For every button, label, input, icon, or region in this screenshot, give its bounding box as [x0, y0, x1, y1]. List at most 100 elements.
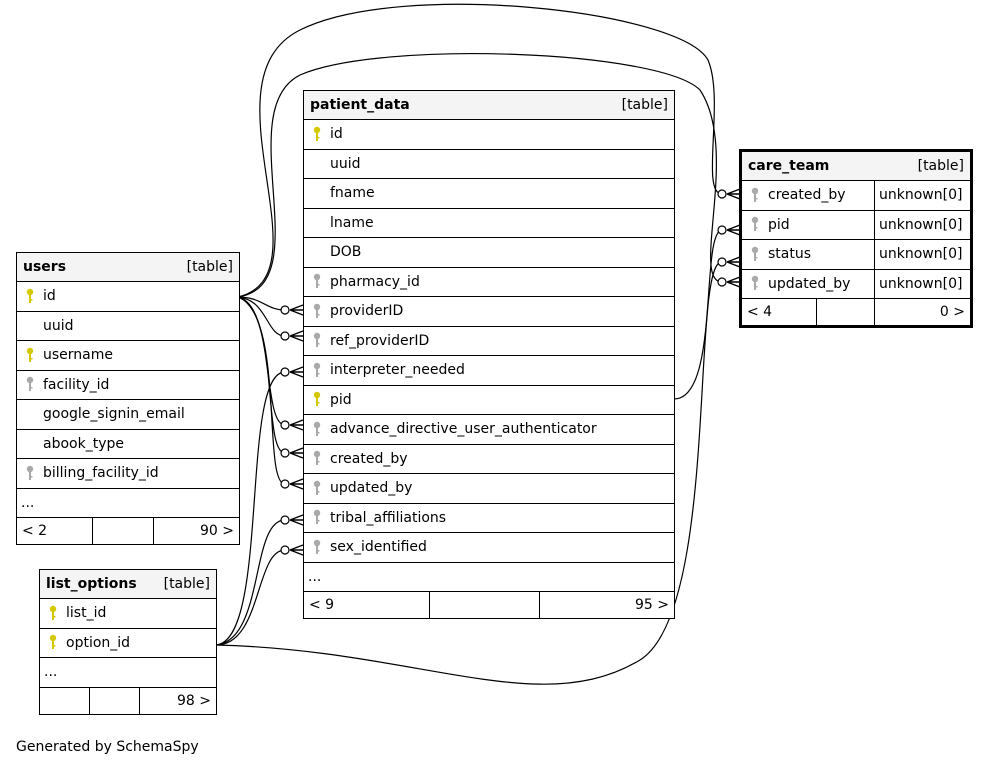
column-name[interactable]: created_by [768, 187, 846, 204]
parents-count[interactable]: < 9 [304, 592, 430, 618]
column-row[interactable]: sex_identified [304, 533, 674, 563]
table-kind: [table] [163, 576, 210, 592]
column-row[interactable]: providerID [304, 297, 674, 327]
column-name[interactable]: option_id [66, 634, 131, 651]
table-header[interactable]: care_team [table] [742, 152, 970, 181]
children-count[interactable]: 0 > [939, 304, 965, 320]
column-row[interactable]: username [17, 341, 239, 371]
column-name[interactable]: providerID [330, 303, 404, 320]
parents-count[interactable]: < 4 [742, 299, 817, 325]
column-name[interactable]: lname [330, 214, 374, 231]
table-name[interactable]: patient_data [310, 97, 410, 113]
column-type: unknown[0] [874, 240, 970, 269]
more-columns: ... [40, 658, 216, 688]
column-row[interactable]: id [304, 120, 674, 150]
column-row[interactable]: pid unknown[0] [742, 210, 970, 240]
foreign-key-icon [750, 216, 762, 233]
column-name[interactable]: updated_by [330, 480, 413, 497]
edge-options-sex [215, 549, 286, 646]
edge-users-created_by [237, 296, 286, 454]
column-row[interactable]: lname [304, 209, 674, 238]
column-name[interactable]: username [43, 347, 113, 364]
column-row[interactable]: pid [304, 386, 674, 415]
foreign-key-icon [312, 273, 324, 290]
more-columns: ... [304, 563, 674, 592]
column-name[interactable]: id [330, 126, 343, 143]
table-footer: < 2 90 > [17, 518, 239, 544]
primary-key-icon [25, 288, 37, 305]
column-name[interactable]: uuid [330, 155, 361, 172]
column-name[interactable]: advance_directive_user_authenticator [330, 421, 597, 438]
column-name[interactable]: pid [330, 391, 352, 408]
parents-count[interactable]: < 2 [17, 518, 93, 544]
table-header[interactable]: list_options [table] [40, 570, 216, 599]
column-row[interactable]: fname [304, 179, 674, 209]
column-row[interactable]: list_id [40, 599, 216, 629]
column-row[interactable]: created_by [304, 445, 674, 474]
column-row[interactable]: uuid [17, 312, 239, 341]
column-row[interactable]: id [17, 282, 239, 312]
column-row[interactable]: abook_type [17, 430, 239, 459]
column-row[interactable]: uuid [304, 150, 674, 179]
column-name[interactable]: created_by [330, 450, 408, 467]
foreign-key-icon [750, 275, 762, 292]
column-name[interactable]: uuid [43, 317, 74, 334]
column-name[interactable]: DOB [330, 244, 362, 261]
foreign-key-icon [750, 187, 762, 204]
column-name[interactable]: sex_identified [330, 539, 427, 556]
column-name[interactable]: pharmacy_id [330, 273, 420, 290]
column-type: unknown[0] [874, 269, 970, 298]
table-name[interactable]: list_options [46, 576, 137, 592]
column-name[interactable]: pid [768, 216, 790, 233]
column-row[interactable]: updated_by [304, 474, 674, 504]
column-name[interactable]: abook_type [43, 435, 124, 452]
table-name[interactable]: care_team [748, 158, 830, 174]
column-row[interactable]: ref_providerID [304, 327, 674, 356]
table-header[interactable]: users [table] [17, 253, 239, 282]
column-row[interactable]: google_signin_email [17, 400, 239, 430]
column-name[interactable]: updated_by [768, 275, 851, 292]
foreign-key-icon [312, 421, 324, 438]
column-name[interactable]: interpreter_needed [330, 362, 465, 379]
children-count[interactable]: 90 > [200, 523, 234, 539]
column-name[interactable]: fname [330, 185, 375, 202]
table-header[interactable]: patient_data [table] [304, 91, 674, 120]
column-row[interactable]: advance_directive_user_authenticator [304, 415, 674, 445]
table-name[interactable]: users [23, 259, 67, 275]
column-row[interactable]: option_id [40, 629, 216, 658]
column-name[interactable]: facility_id [43, 376, 110, 393]
edge-users-providerID [237, 296, 286, 311]
column-row[interactable]: status unknown[0] [742, 240, 970, 270]
column-row[interactable]: updated_by unknown[0] [742, 269, 970, 299]
primary-key-icon [312, 391, 324, 408]
column-name[interactable]: list_id [66, 605, 107, 622]
column-row[interactable]: billing_facility_id [17, 459, 239, 489]
column-name[interactable]: billing_facility_id [43, 465, 159, 482]
column-type: unknown[0] [874, 210, 970, 239]
column-name[interactable]: status [768, 246, 812, 263]
table-kind: [table] [621, 97, 668, 113]
footer-middle [817, 299, 875, 325]
more-columns: ... [17, 489, 239, 518]
column-row[interactable]: tribal_affiliations [304, 504, 674, 533]
footer-middle [93, 518, 154, 544]
column-row[interactable]: pharmacy_id [304, 268, 674, 297]
footer-middle [90, 687, 140, 714]
children-count[interactable]: 95 > [635, 597, 669, 613]
children-count[interactable]: 98 > [177, 692, 211, 709]
column-row[interactable]: interpreter_needed [304, 356, 674, 386]
column-name[interactable]: tribal_affiliations [330, 509, 447, 526]
primary-key-icon [312, 126, 324, 143]
column-name[interactable]: id [43, 288, 56, 305]
column-name[interactable]: ref_providerID [330, 332, 430, 349]
table-kind: [table] [917, 158, 964, 174]
column-row[interactable]: facility_id [17, 371, 239, 400]
column-name[interactable]: google_signin_email [43, 406, 185, 423]
foreign-key-icon [312, 303, 324, 320]
column-row[interactable]: DOB [304, 238, 674, 268]
primary-key-icon [25, 347, 37, 364]
parents-count[interactable] [40, 687, 90, 714]
